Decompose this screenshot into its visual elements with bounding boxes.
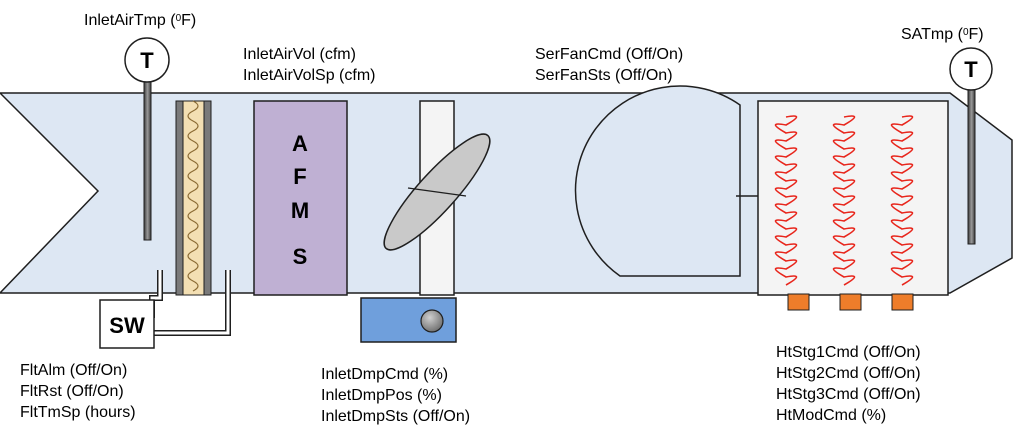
airflow-label-1: InletAirVol (cfm) (243, 46, 356, 63)
supply-temp-unit: F) (968, 26, 984, 43)
supply-sensor-symbol: T (964, 57, 978, 82)
filter-media-pleats (187, 100, 199, 292)
inlet-damper (383, 100, 491, 296)
supply-temp-label-text: SATmp ( (901, 26, 963, 43)
filter-label-1: FltAlm (Off/On) (20, 362, 128, 379)
inlet-temp-unit: F) (181, 12, 197, 29)
afms-letter-2: F (293, 164, 306, 189)
heater-coil-1 (774, 115, 798, 286)
supply-temp-sensor: T (949, 47, 993, 245)
heater-coil-2 (832, 115, 856, 286)
damper-labels: InletDmpCmd (%) InletDmpPos (%) InletDmp… (321, 364, 470, 427)
heater-coil-3 (890, 115, 914, 286)
damper-actuator (360, 297, 457, 343)
heater-label-1: HtStg1Cmd (Off/On) (776, 344, 921, 361)
inlet-temp-sensor: T (124, 37, 170, 241)
filter-label-2: FltRst (Off/On) (20, 383, 124, 400)
afms-letter-3: M (291, 198, 309, 223)
electric-heater (757, 100, 949, 311)
switch-symbol: SW (109, 313, 145, 338)
damper-label-3: InletDmpSts (Off/On) (321, 408, 471, 425)
heater-terminal-3 (891, 293, 914, 311)
heater-label-3: HtStg3Cmd (Off/On) (776, 386, 921, 403)
damper-label-1: InletDmpCmd (%) (321, 366, 449, 383)
inlet-temp-label-text: InletAirTmp ( (84, 12, 176, 29)
inlet-temp-degree: 0 (175, 13, 182, 24)
afms-letter-4: S (293, 244, 308, 269)
afms-letter-1: A (292, 131, 308, 156)
filter (175, 100, 212, 296)
supply-temp-degree: 0 (962, 27, 969, 38)
inlet-temp-label: InletAirTmp (0F) (84, 10, 196, 31)
series-fan (574, 85, 760, 277)
airflow-labels: InletAirVol (cfm) InletAirVolSp (cfm) (243, 44, 375, 86)
heater-label-2: HtStg2Cmd (Off/On) (776, 365, 921, 382)
airflow-label-2: InletAirVolSp (cfm) (243, 67, 376, 84)
damper-label-2: InletDmpPos (%) (321, 387, 442, 404)
heater-terminal-2 (839, 293, 862, 311)
fan-labels: SerFanCmd (Off/On) SerFanSts (Off/On) (535, 44, 683, 86)
supply-temp-label: SATmp (0F) (901, 24, 984, 45)
heater-labels: HtStg1Cmd (Off/On) HtStg2Cmd (Off/On) Ht… (776, 342, 921, 426)
heater-label-4: HtModCmd (%) (776, 407, 887, 424)
filter-pressure-switch: SW (99, 270, 231, 349)
filter-label-3: FltTmSp (hours) (20, 404, 136, 421)
fan-label-1: SerFanCmd (Off/On) (535, 46, 684, 63)
fan-label-2: SerFanSts (Off/On) (535, 67, 673, 84)
filter-labels: FltAlm (Off/On) FltRst (Off/On) FltTmSp … (20, 360, 136, 423)
afms-station: A F M S (253, 100, 348, 296)
heater-terminal-1 (787, 293, 810, 311)
inlet-sensor-symbol: T (140, 48, 154, 73)
